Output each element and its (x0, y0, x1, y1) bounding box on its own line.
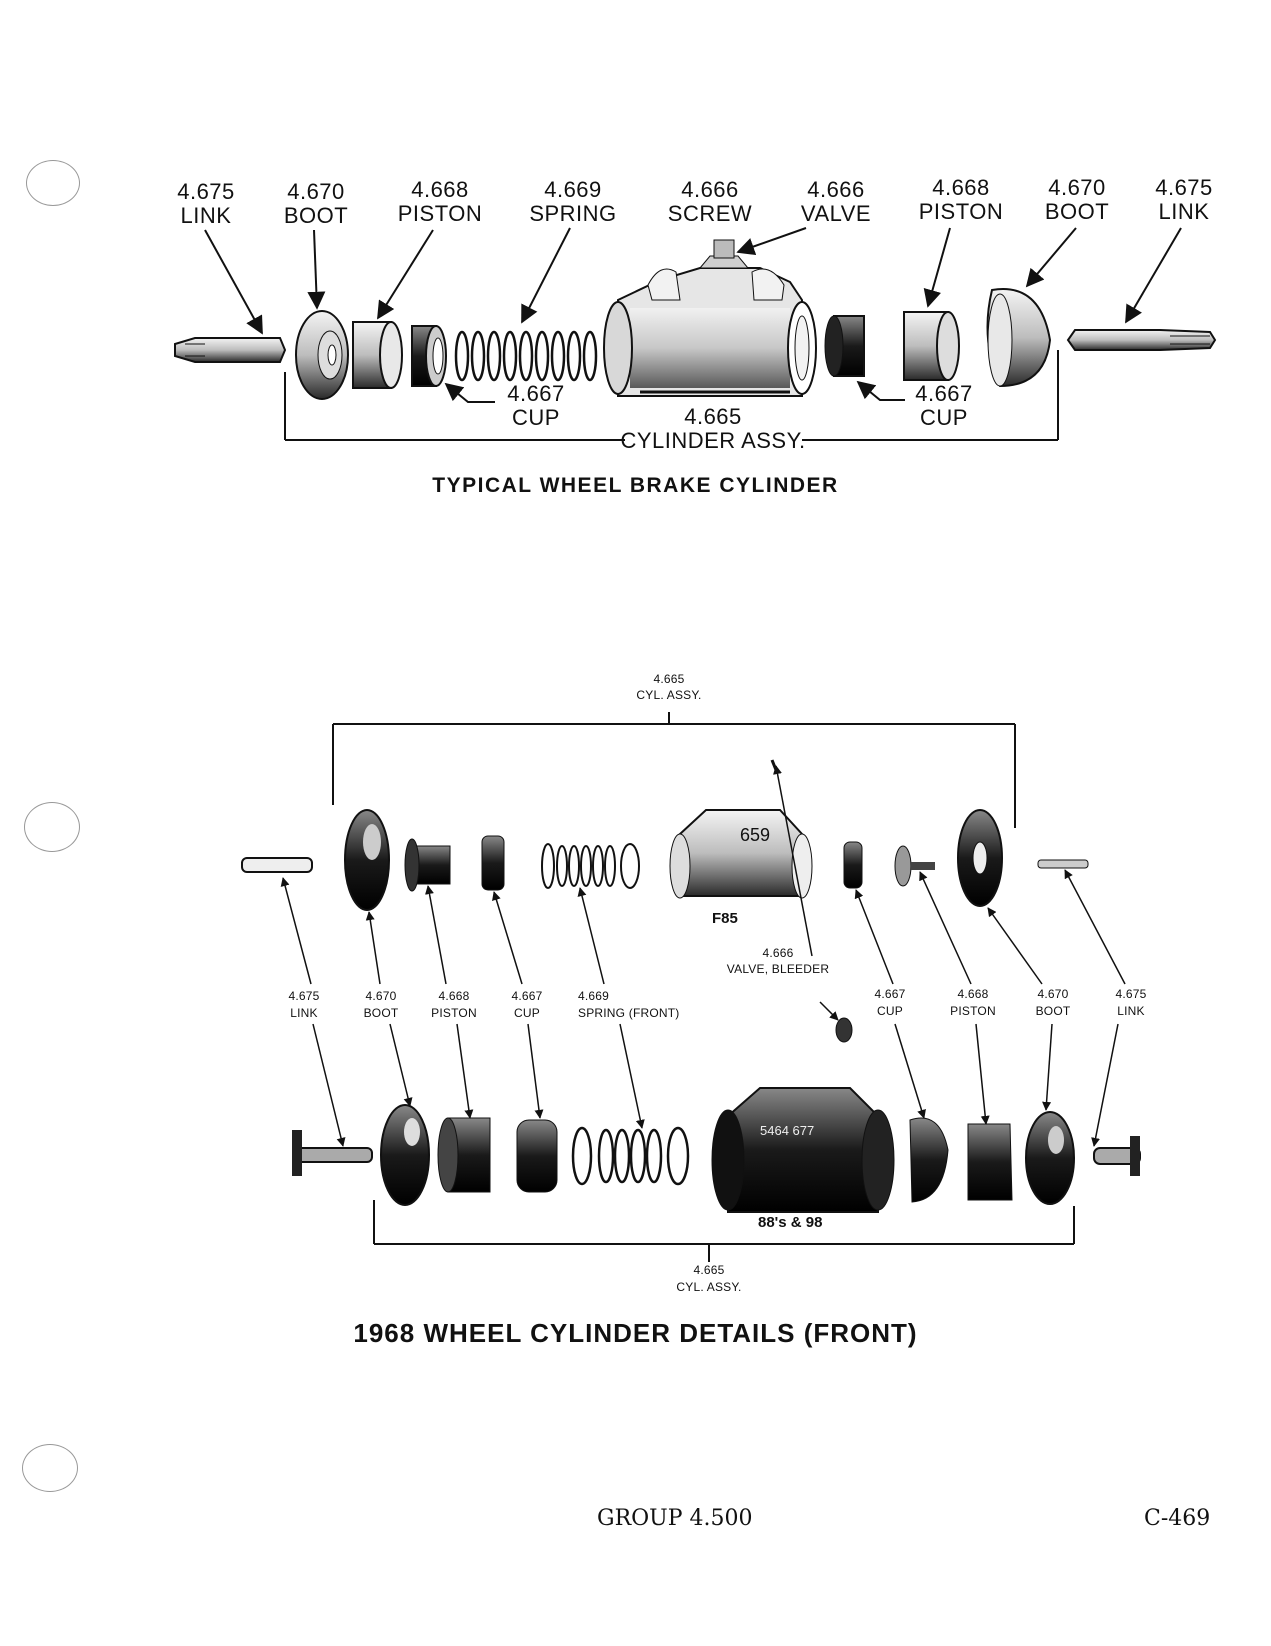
d2-top-parts (241, 809, 1089, 911)
d1-assembly-bracket (284, 350, 1059, 441)
d1-left-piston (352, 321, 403, 389)
d2-casting-top: 659 (740, 825, 771, 845)
d1-spring (454, 330, 598, 382)
d1-right-link (1066, 329, 1217, 351)
d1-left-link (174, 337, 287, 363)
d1-caption: TYPICAL WHEEL BRAKE CYLINDER (432, 474, 839, 497)
footer-group: GROUP 4.500 (597, 1506, 753, 1531)
d2-top-leaders (280, 765, 1126, 1021)
d2-model-top: F85 (712, 910, 738, 927)
d1-right-boot (986, 288, 1052, 388)
binder-hole-bottom (22, 1444, 78, 1492)
d2-model-bottom: 88's & 98 (758, 1214, 823, 1231)
d2-bleeder-valve (770, 759, 853, 1043)
d2-casting-bottom: 5464 677 (760, 1123, 815, 1138)
d1-left-boot (295, 310, 349, 400)
d2-bottom-leaders (312, 1023, 1119, 1147)
d2-caption: 1968 WHEEL CYLINDER DETAILS (FRONT) (353, 1318, 918, 1348)
binder-hole-top (26, 160, 80, 206)
d1-left-cup (411, 325, 447, 387)
d1-right-cup (824, 315, 865, 377)
d2-bottom-bracket (373, 1200, 1075, 1262)
d1-right-piston (903, 311, 960, 381)
d2-bottom-parts (292, 1087, 1141, 1213)
d1-leader-arrows (204, 227, 1182, 403)
binder-hole-middle (24, 802, 80, 852)
footer-page-number: C-469 (1144, 1506, 1211, 1531)
d1-cylinder-body (603, 239, 817, 397)
d2-top-bracket (332, 712, 1016, 828)
